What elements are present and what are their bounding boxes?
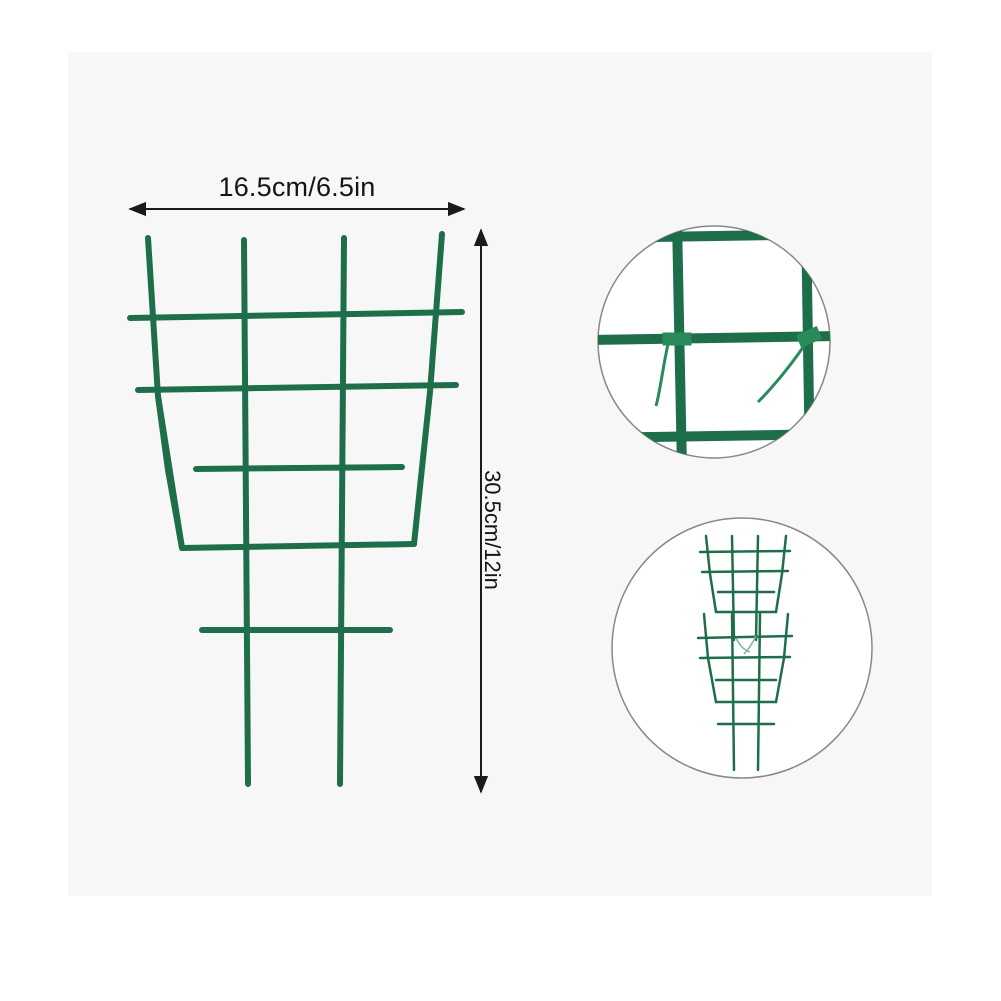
- trellis-left-frame-lower: [155, 393, 185, 551]
- cable-tie: [654, 325, 822, 407]
- trellis-rung-1: [127, 309, 465, 321]
- detail-inset: [597, 225, 831, 459]
- width-label: 16.5cm/6.5in: [218, 172, 376, 202]
- trellis-main: [127, 231, 465, 787]
- trellis-right-frame: [411, 231, 445, 547]
- height-label: 30.5cm/12in: [480, 470, 505, 590]
- stacked-inset: [611, 517, 873, 779]
- trellis-stake-left: [241, 237, 251, 787]
- trellis-left-frame: [145, 235, 185, 551]
- trellis-rung-2: [135, 382, 459, 393]
- trellis-rung-3: [193, 464, 405, 472]
- trellis-frame-bottom: [179, 541, 417, 551]
- trellis-stake-right: [337, 235, 347, 787]
